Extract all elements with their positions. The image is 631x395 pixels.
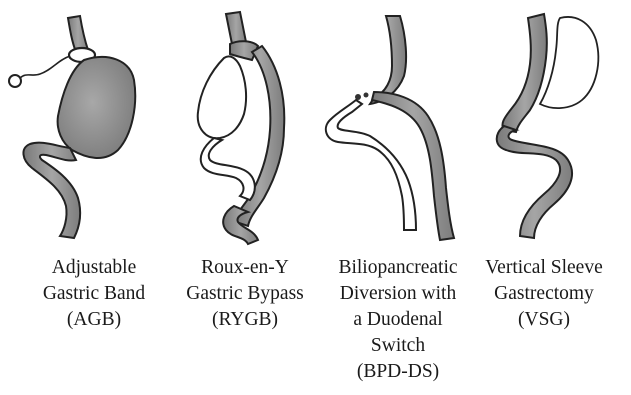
caption-bpd-ds-line-2: Diversion with	[323, 281, 473, 307]
caption-bpd-ds-line-4: Switch	[323, 333, 473, 359]
caption-rygb-line-1: Roux-en-Y	[170, 255, 320, 281]
caption-agb-line-1: Adjustable	[19, 255, 169, 281]
caption-bpd-ds: Biliopancreatic Diversion with a Duodena…	[323, 255, 473, 385]
bpd-ds-bp-limb	[326, 100, 416, 230]
agb-sketch	[9, 16, 135, 238]
agb-esophagus	[68, 16, 88, 52]
vsg-removed-stomach	[540, 17, 598, 108]
rygb-sketch	[198, 12, 285, 244]
caption-vsg-line-3: (VSG)	[469, 307, 619, 333]
caption-bpd-ds-line-1: Biliopancreatic	[323, 255, 473, 281]
vsg-intestine	[497, 126, 572, 238]
bpd-ds-sketch	[326, 16, 454, 240]
caption-agb-line-3: (AGB)	[19, 307, 169, 333]
agb-port	[9, 75, 21, 87]
caption-agb: Adjustable Gastric Band (AGB)	[19, 255, 169, 333]
vsg-sketch	[497, 14, 599, 238]
bpd-ds-sleeve	[370, 16, 406, 104]
vsg-sleeve	[502, 14, 546, 132]
caption-agb-line-2: Gastric Band	[19, 281, 169, 307]
agb-tubing	[20, 56, 70, 78]
caption-rygb-line-2: Gastric Bypass	[170, 281, 320, 307]
procedure-sketches	[0, 0, 631, 250]
rygb-remnant-stomach	[198, 56, 246, 138]
caption-rygb-line-3: (RYGB)	[170, 307, 320, 333]
rygb-esophagus	[226, 12, 246, 44]
caption-vsg-line-1: Vertical Sleeve	[469, 255, 619, 281]
agb-stomach	[58, 57, 136, 158]
rygb-bp-limb	[201, 138, 255, 200]
bpd-ds-staple	[364, 93, 369, 98]
caption-vsg-line-2: Gastrectomy	[469, 281, 619, 307]
agb-intestine	[23, 143, 80, 238]
caption-vsg: Vertical Sleeve Gastrectomy (VSG)	[469, 255, 619, 333]
caption-bpd-ds-line-5: (BPD-DS)	[323, 359, 473, 385]
caption-rygb: Roux-en-Y Gastric Bypass (RYGB)	[170, 255, 320, 333]
caption-bpd-ds-line-3: a Duodenal	[323, 307, 473, 333]
